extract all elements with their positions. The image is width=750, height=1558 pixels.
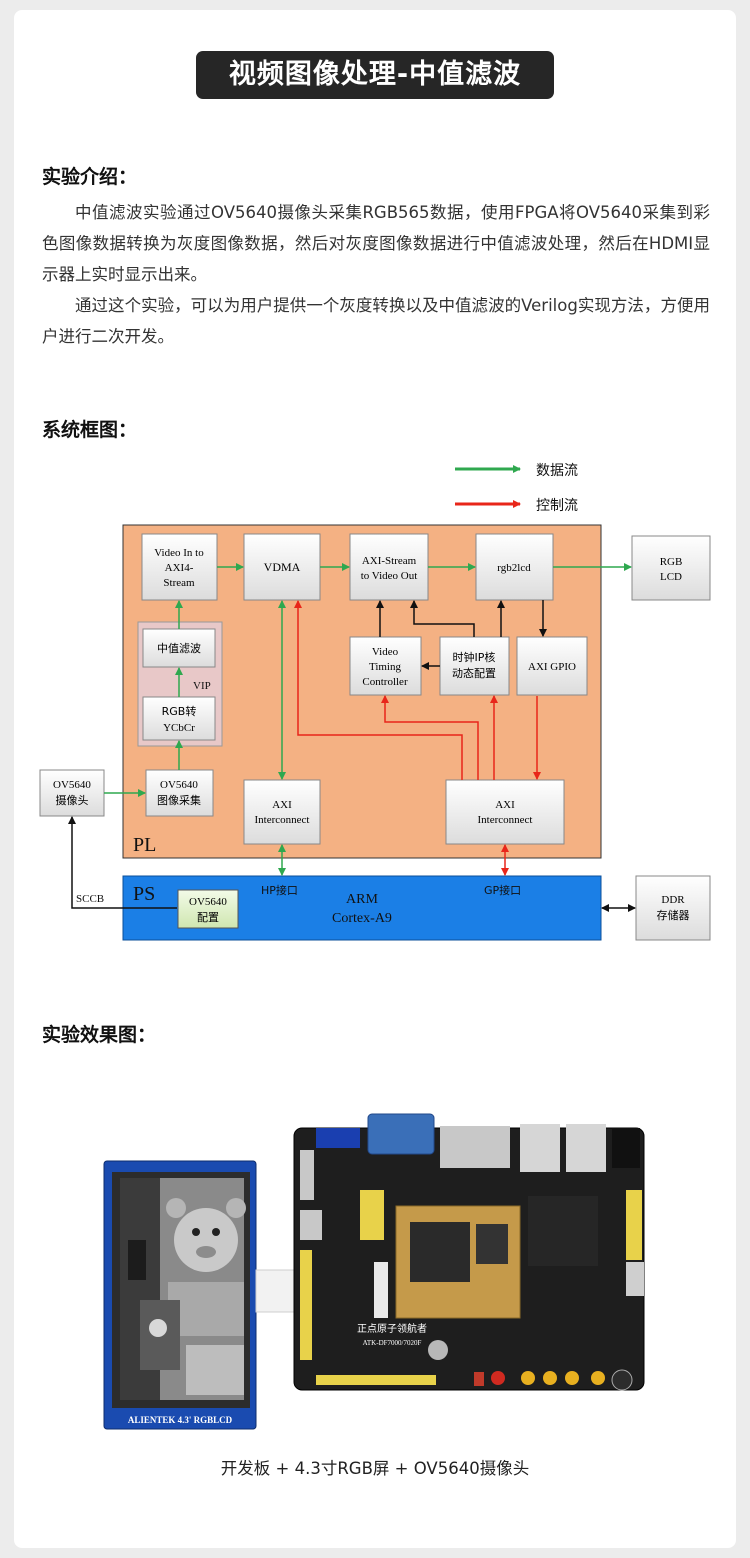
block-rgb2ycbcr: RGB转 YCbCr xyxy=(142,696,216,741)
block-rgb-lcd-l2: LCD xyxy=(660,571,682,583)
block-clk-l1: 时钟IP核 xyxy=(453,650,496,664)
block-vtc-l3: Controller xyxy=(362,676,408,688)
result-caption: 开发板 + 4.3寸RGB屏 + OV5640摄像头 xyxy=(220,1459,530,1478)
board-model-label: ATK-DF7000/7020F xyxy=(363,1339,422,1347)
block-median-label: 中值滤波 xyxy=(157,642,201,655)
block-cfg-l2: 配置 xyxy=(197,911,219,924)
block-camera-l1: OV5640 xyxy=(53,779,91,791)
block-ddr-l1: DDR xyxy=(661,894,685,906)
block-ov5640-camera: OV5640 摄像头 xyxy=(39,769,105,817)
block-ov5640-capture: OV5640 图像采集 xyxy=(145,769,214,817)
block-clk-l2: 动态配置 xyxy=(452,667,496,680)
block-ddr: DDR 存储器 xyxy=(635,875,711,941)
hp-port-label: HP接口 xyxy=(261,884,298,897)
intro-paragraph-1: 中值滤波实验通过OV5640摄像头采集RGB565数据，使用FPGA将OV564… xyxy=(42,203,710,284)
block-rgb-lcd: RGB LCD xyxy=(631,535,711,601)
lcd-panel: ALIENTEK 4.3' RGBLCD xyxy=(103,1160,257,1430)
intro-text: 中值滤波实验通过OV5640摄像头采集RGB565数据，使用FPGA将OV564… xyxy=(42,197,710,352)
block-axi-ic2-l2: Interconnect xyxy=(478,814,533,826)
block-axi-ic1-l2: Interconnect xyxy=(255,814,310,826)
block-ddr-l2: 存储器 xyxy=(657,908,690,922)
block-ov5640-config: OV5640 配置 xyxy=(177,889,239,929)
gp-port-label: GP接口 xyxy=(484,884,521,897)
block-axi-interconnect-gp: AXI Interconnect xyxy=(445,779,565,845)
block-video-in-l2: AXI4- xyxy=(165,562,194,574)
board-brand-label: 正点原子领航者 xyxy=(357,1322,427,1335)
block-median-filter: 中值滤波 xyxy=(142,628,216,668)
block-axis-out-l1: AXI-Stream xyxy=(362,555,417,567)
legend-control-label: 控制流 xyxy=(536,498,578,514)
block-video-in: Video In to AXI4- Stream xyxy=(141,533,218,601)
block-axi-ic1-l1: AXI xyxy=(272,799,292,811)
block-cfg-l1: OV5640 xyxy=(189,896,227,908)
diagram-heading: 系统框图： xyxy=(42,419,138,441)
internal-signal-arrows xyxy=(68,600,636,912)
block-clock-dynamic-config: 时钟IP核 动态配置 xyxy=(439,636,510,696)
page-title: 视频图像处理-中值滤波 xyxy=(196,51,554,99)
legend: 数据流 控制流 xyxy=(455,463,578,514)
sccb-label: SCCB xyxy=(76,893,104,905)
block-rgb2ycbcr-l1: RGB转 xyxy=(162,704,197,718)
result-photo: ALIENTEK 4.3' RGBLCD 正点原子领航者 ATK-DF7000/… xyxy=(103,1113,645,1430)
ps-region xyxy=(122,875,602,941)
intro-heading: 实验介绍： xyxy=(42,166,138,188)
block-camera-l2: 摄像头 xyxy=(56,793,89,807)
block-capture-l1: OV5640 xyxy=(160,779,198,791)
block-vdma-label: VDMA xyxy=(264,560,301,574)
data-flow-arrows xyxy=(104,563,632,876)
dev-board: 正点原子领航者 ATK-DF7000/7020F xyxy=(293,1113,645,1391)
block-vtc-l2: Timing xyxy=(369,661,402,673)
pl-label: PL xyxy=(133,834,156,856)
block-axis-to-video-out: AXI-Stream to Video Out xyxy=(349,533,429,601)
block-video-in-l1: Video In to xyxy=(154,547,204,559)
block-axi-gpio-label: AXI GPIO xyxy=(528,661,576,673)
arm-label: ARM xyxy=(346,892,378,907)
result-heading: 实验效果图： xyxy=(42,1024,157,1046)
vip-label: VIP xyxy=(193,680,211,692)
block-rgb2lcd-label: rgb2lcd xyxy=(497,562,531,574)
legend-data-label: 数据流 xyxy=(536,463,578,479)
system-block-diagram: 数据流 控制流 PL VIP PS ARM Cortex-A9 HP接口 GP接… xyxy=(39,463,711,941)
block-video-in-l3: Stream xyxy=(163,577,195,589)
block-axis-out-l2: to Video Out xyxy=(361,570,418,582)
block-rgb2ycbcr-l2: YCbCr xyxy=(163,722,195,734)
lcd-model-label: ALIENTEK 4.3' RGBLCD xyxy=(128,1415,233,1425)
intro-paragraph-2: 通过这个实验，可以为用户提供一个灰度转换以及中值滤波的Verilog实现方法，方… xyxy=(42,296,710,346)
block-vdma: VDMA xyxy=(243,533,321,601)
ps-label: PS xyxy=(133,883,155,905)
control-flow-arrows xyxy=(294,600,541,876)
block-vtc-l1: Video xyxy=(372,646,399,658)
block-rgb2lcd: rgb2lcd xyxy=(475,533,554,601)
block-axi-ic2-l1: AXI xyxy=(495,799,515,811)
block-rgb-lcd-l1: RGB xyxy=(660,556,683,568)
block-video-timing-controller: Video Timing Controller xyxy=(349,636,422,696)
cortex-label: Cortex-A9 xyxy=(332,911,392,926)
block-capture-l2: 图像采集 xyxy=(157,793,201,807)
block-axi-gpio: AXI GPIO xyxy=(516,636,588,696)
block-axi-interconnect-hp: AXI Interconnect xyxy=(243,779,321,845)
